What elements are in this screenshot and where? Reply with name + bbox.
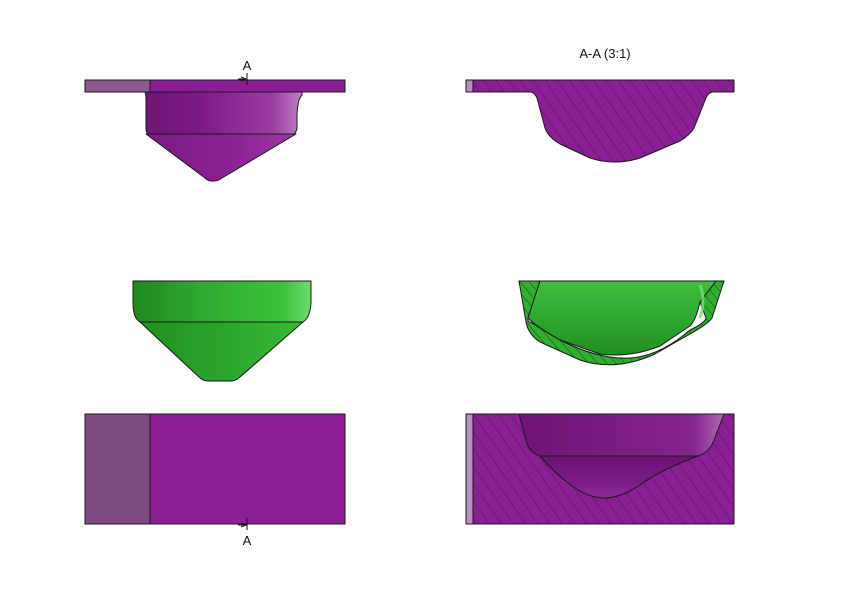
top-view-light-segment: [84, 413, 151, 525]
section-view-green: [518, 280, 725, 366]
section-view-title: A-A (3:1): [579, 46, 630, 61]
green-section-inner: [527, 280, 717, 356]
section-marker-top: A: [243, 58, 252, 73]
green-section-inner-highlight: [698, 284, 705, 319]
block-light-edge: [465, 413, 474, 525]
flange-light-segment: [84, 79, 151, 93]
top-view-purple: A: [84, 413, 346, 548]
section-hatched-body: [465, 79, 735, 163]
section-flange-light-segment: [465, 79, 474, 93]
section-block-purple: [465, 413, 735, 525]
front-view-purple: A: [84, 58, 346, 182]
block-cavity-cone: [539, 455, 699, 499]
front-view-green: [132, 280, 312, 382]
cup-body: [144, 91, 303, 138]
green-cup-body: [132, 280, 312, 323]
top-view-main: [149, 413, 346, 525]
section-marker-bottom: A: [243, 533, 252, 548]
section-arrow-top: [238, 76, 248, 82]
section-view-purple: A-A (3:1): [465, 46, 735, 163]
green-cone-tip: [139, 321, 304, 382]
cone-tip: [145, 133, 297, 182]
section-arrow-bottom: [238, 522, 248, 528]
block-cavity: [518, 413, 725, 457]
